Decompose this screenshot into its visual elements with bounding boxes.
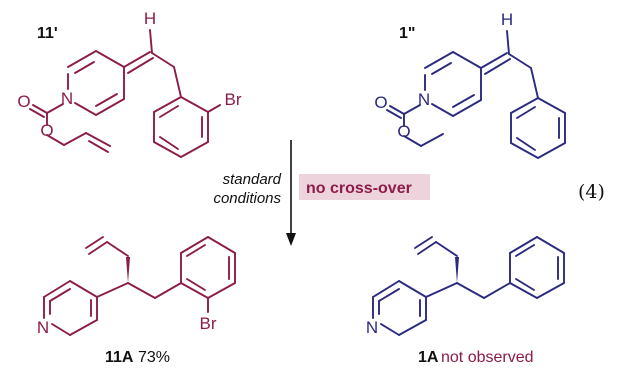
atom-N: N (418, 90, 430, 109)
compound-label-11A: 11A (105, 349, 134, 366)
atom-H: H (144, 9, 156, 28)
compound-11A (43, 236, 236, 336)
compound-11-prime (29, 29, 221, 158)
atom-N: N (61, 89, 73, 108)
crossover-note: no cross-over (306, 180, 412, 197)
compound-label-11-prime: 11' (37, 25, 58, 42)
compound-1-double-prime (386, 30, 566, 159)
atom-H: H (501, 10, 513, 29)
compound-label-1-double-prime: 1" (399, 25, 415, 42)
atom-N: N (37, 318, 49, 337)
atom-O: O (40, 121, 53, 140)
conditions-line-2: conditions (213, 190, 281, 207)
atom-Br: Br (225, 90, 242, 109)
atom-O: O (374, 93, 387, 112)
reaction-arrow (286, 140, 296, 246)
yield-11A: 73% (138, 349, 170, 366)
atom-O: O (17, 92, 30, 111)
atom-O: O (397, 122, 410, 141)
atom-Br: Br (200, 314, 217, 333)
compound-label-1A: 1A (418, 349, 439, 366)
equation-number: (4) (578, 181, 605, 203)
atom-N: N (366, 318, 378, 337)
compound-1A (372, 236, 565, 336)
crossover-highlight (299, 174, 430, 200)
result-1A: not observed (441, 349, 534, 366)
conditions-line-1: standard (223, 171, 282, 188)
